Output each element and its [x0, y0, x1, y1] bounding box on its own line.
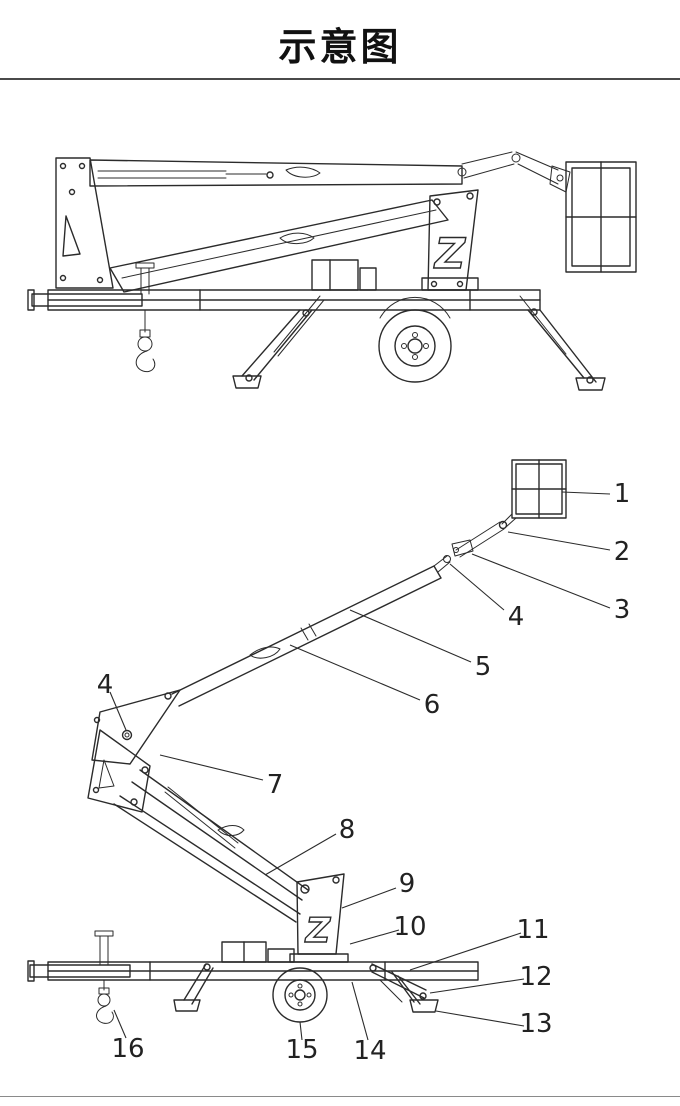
callout-13: 13: [519, 1009, 552, 1039]
leader-13: [435, 1010, 525, 1027]
boom-pivot-plate: [55, 157, 114, 289]
callout-10: 10: [393, 912, 426, 942]
callout-12: 12: [519, 962, 552, 992]
upper-boom-folded: [89, 159, 463, 187]
upper-boom: [171, 565, 442, 707]
callout-4-right: 4: [508, 602, 525, 632]
basket: [498, 459, 567, 530]
callout-2: 2: [614, 537, 631, 567]
leader-16: [113, 1009, 127, 1039]
lower-boom-folded: [109, 199, 449, 293]
elbow-plates: [87, 689, 181, 813]
leader-12: [429, 978, 525, 994]
leader-14: [351, 981, 369, 1041]
wheel: [378, 296, 452, 383]
tow-hook: [135, 262, 156, 373]
callout-leaders: [109, 491, 611, 1041]
turntable-logo-bottom: Z: [305, 911, 332, 951]
callout-4-left: 4: [97, 670, 114, 700]
leader-7: [159, 754, 264, 781]
outrigger-rear: [519, 295, 606, 391]
wheel: [272, 967, 328, 1023]
leader-4r: [449, 563, 505, 611]
callout-labels: 1 2 3 4 5 6 4 7 8 9 10 11 12 13 14 15 16: [97, 479, 631, 1066]
leader-5: [349, 609, 472, 663]
leader-3: [471, 553, 611, 609]
leader-4l: [109, 691, 127, 731]
callout-8: 8: [339, 815, 356, 845]
leader-1: [561, 491, 611, 495]
callout-11: 11: [516, 915, 549, 945]
figure-folded-machine: Z: [27, 151, 637, 391]
chassis: [27, 941, 479, 982]
callout-5: 5: [475, 652, 492, 682]
title-divider: [0, 78, 680, 80]
outrigger-front: [232, 295, 325, 389]
jib-linkage: [433, 521, 505, 573]
leader-9: [341, 887, 397, 909]
basket: [565, 161, 637, 273]
callout-7: 7: [267, 770, 284, 800]
tow-hook: [94, 930, 114, 1024]
leader-2: [507, 531, 611, 551]
callout-6: 6: [424, 690, 441, 720]
turntable-logo-top: Z: [433, 229, 467, 278]
leader-8: [264, 833, 337, 876]
outrigger-right: [369, 963, 439, 1013]
leader-11: [409, 932, 522, 971]
jib-links: [457, 151, 571, 193]
leader-10: [349, 929, 400, 945]
leader-15: [299, 1021, 303, 1041]
chassis: [27, 259, 541, 311]
callout-1: 1: [614, 479, 631, 509]
callout-14: 14: [353, 1036, 386, 1066]
figure-elevated-machine: Z: [27, 459, 631, 1066]
outrigger-left: [173, 963, 214, 1012]
turntable: [421, 189, 479, 291]
leader-6: [289, 644, 421, 701]
callout-16: 16: [111, 1034, 144, 1064]
lower-boom: [113, 769, 309, 923]
bottom-border: [0, 1096, 680, 1097]
callout-9: 9: [399, 869, 416, 899]
page-title: 示意图: [278, 25, 402, 69]
callout-15: 15: [285, 1035, 318, 1065]
callout-3: 3: [614, 595, 631, 625]
